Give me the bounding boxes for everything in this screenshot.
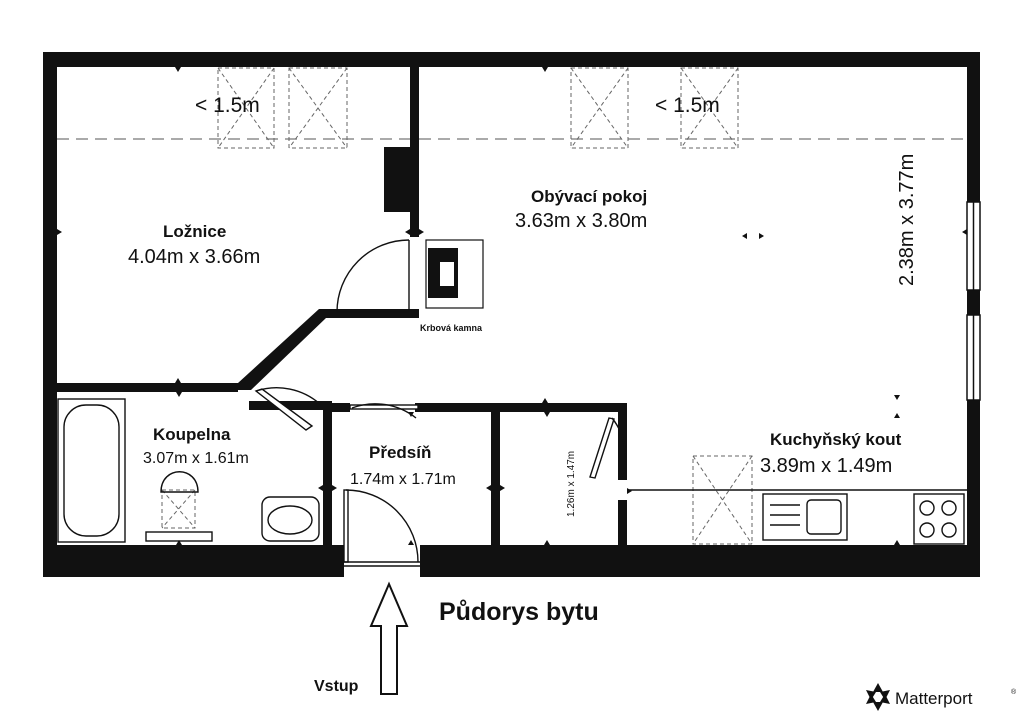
window-right-bottom: [966, 314, 981, 401]
sink: [261, 496, 320, 542]
room-name-obyvaci: Obývací pokoj: [531, 187, 647, 206]
skylights: [161, 67, 753, 545]
low-ceiling-label-left: < 1.5m: [195, 94, 260, 117]
room-dims-kuchyn: 3.89m x 1.49m: [760, 455, 892, 477]
room-dims-predsin: 1.74m x 1.71m: [350, 471, 456, 488]
door-bedroom[interactable]: [336, 239, 410, 313]
door-bathroom[interactable]: [254, 387, 321, 431]
bathtub: [57, 398, 126, 543]
plan-title: Půdorys bytu: [439, 598, 599, 626]
door-storage[interactable]: [589, 417, 626, 479]
door-entrance[interactable]: [343, 489, 420, 567]
window-right-top: [966, 201, 981, 291]
stove-label: Krbová kamna: [420, 323, 483, 333]
low-ceiling-label-right: < 1.5m: [655, 94, 720, 117]
room-name-kuchyn: Kuchyňský kout: [770, 430, 902, 449]
kitchen-counter: [627, 489, 967, 541]
entry-label: Vstup: [314, 678, 359, 695]
room-dims-komora: 1.26m x 1.47m: [566, 451, 577, 517]
room-name-predsin: Předsíň: [369, 443, 431, 462]
outer-walls: [43, 52, 980, 577]
room-dims-koupelna: 3.07m x 1.61m: [143, 450, 249, 467]
toilet: [145, 471, 213, 542]
room-name-loznice: Ložnice: [163, 222, 226, 241]
entry-arrow: [369, 581, 409, 695]
brand-name: Matterport: [895, 689, 973, 708]
room-dims-loznice: 4.04m x 3.66m: [128, 246, 260, 268]
interior-walls: [57, 67, 627, 577]
room-dims-obyvaci: 3.63m x 3.80m: [515, 210, 647, 232]
door-hall[interactable]: [349, 403, 419, 419]
cooktop: [913, 493, 965, 545]
stove: [425, 239, 484, 309]
matterport-logo-icon: [866, 683, 890, 711]
dimension-markers: [57, 67, 967, 545]
niche-dims: 2.38m x 3.77m: [896, 154, 918, 286]
room-name-koupelna: Koupelna: [153, 425, 231, 444]
brand-trademark: ®: [1011, 688, 1017, 696]
